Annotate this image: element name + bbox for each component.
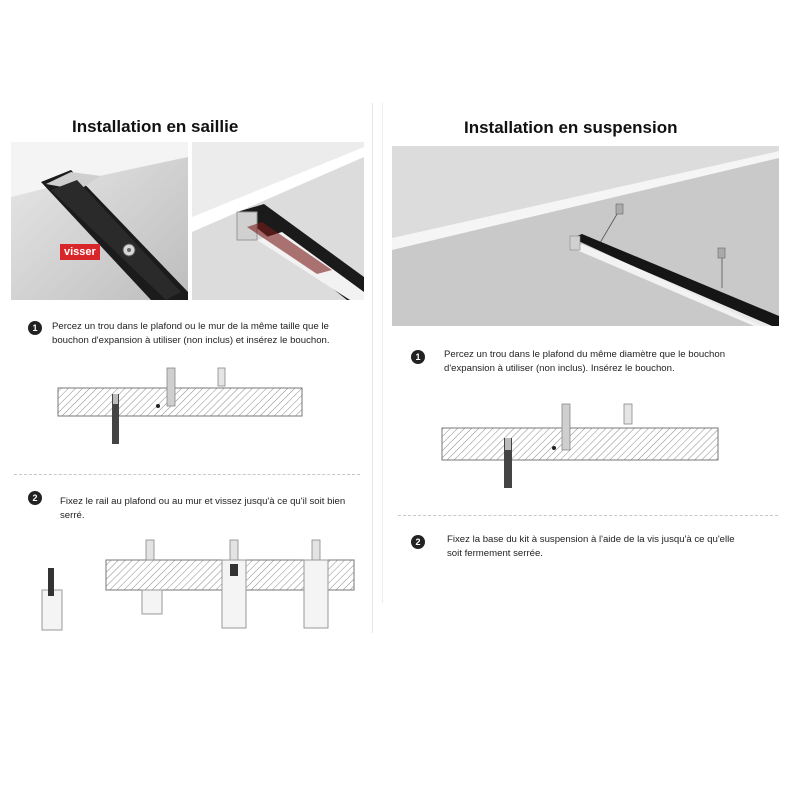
surface-mount-photo-screw (11, 142, 188, 300)
step-2-instruction: Fixez la base du kit à suspension à l'ai… (447, 534, 735, 559)
screw-callout-label: visser (60, 244, 100, 260)
step-1-badge: 1 (28, 321, 42, 335)
step-1-badge: 1 (411, 350, 425, 364)
surface-installation-title: Installation en saillie (72, 117, 239, 136)
step-1-instruction: Percez un trou dans le plafond du même d… (444, 349, 726, 374)
step-separator (14, 474, 360, 475)
ceiling-drilling-diagram (50, 364, 310, 448)
step-separator (398, 515, 778, 516)
step-1-instruction: Percez un trou dans le plafond ou le mur… (52, 321, 330, 346)
surface-mount-photo-rail-profile (192, 142, 364, 300)
step-2-instruction: Fixez le rail au plafond ou au mur et vi… (60, 496, 346, 521)
step-2-badge: 2 (411, 535, 425, 549)
ceiling-drilling-diagram (440, 396, 722, 490)
rail-fixing-diagram (38, 534, 358, 634)
suspension-photo (392, 146, 779, 326)
suspension-installation-title: Installation en suspension (464, 118, 678, 137)
step-2-badge: 2 (28, 491, 42, 505)
